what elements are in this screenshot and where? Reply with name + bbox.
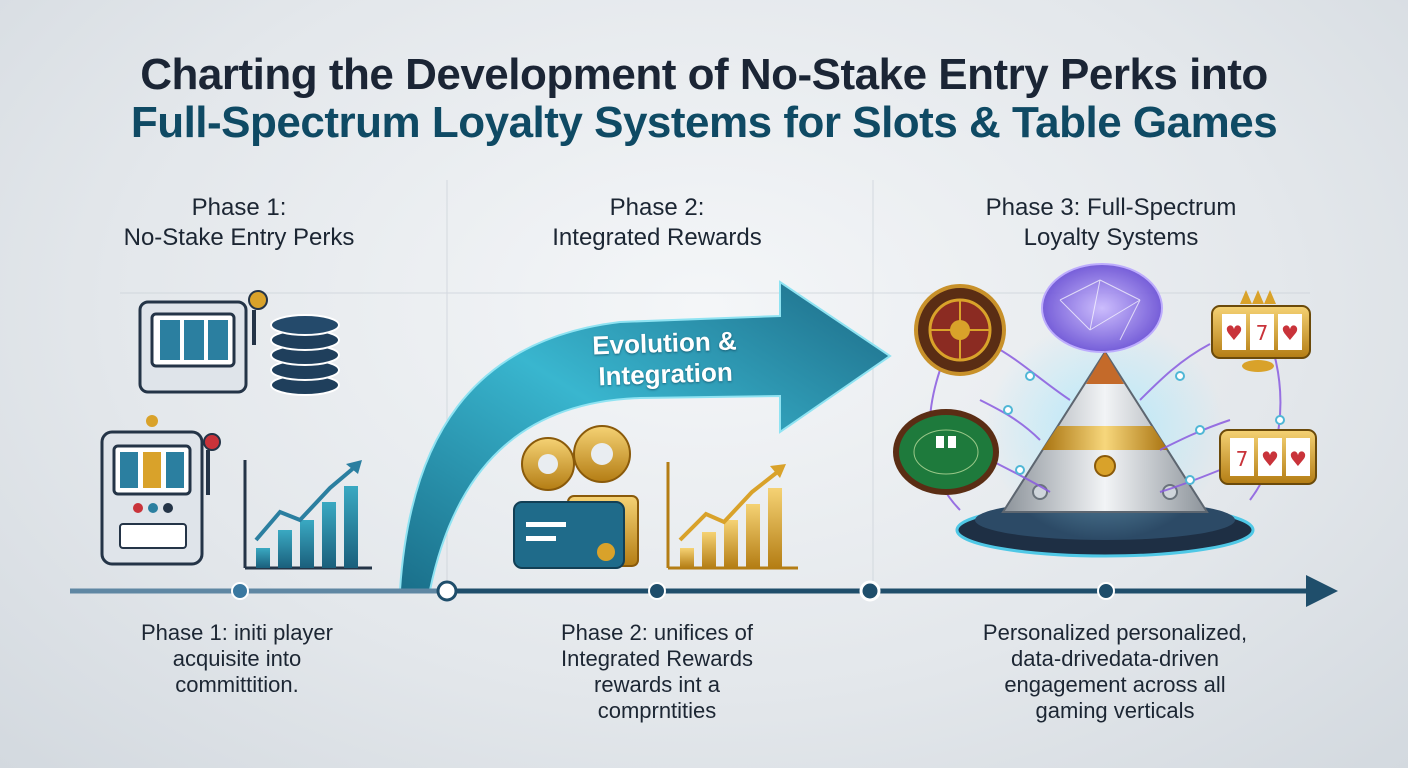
svg-text:♥: ♥ [1289,447,1307,471]
phase-1-desc-line-3: committition. [175,672,299,697]
svg-text:♥: ♥ [1225,321,1243,345]
phase-3-heading: Phase 3: Full-Spectrum Loyalty Systems [941,193,1281,253]
phase-1-description: Phase 1: initi player acquisite into com… [72,620,402,698]
network-nodes [923,371,1285,485]
evolution-arrow-label: Evolution & Integration [554,324,776,394]
roulette-icon [914,284,1006,376]
phase-3-desc-line-2: data-drivedata-driven [1011,646,1219,671]
title-line-1: Charting the Development of No-Stake Ent… [140,50,1268,99]
phase-2-desc-line-2: Integrated Rewards [561,646,753,671]
phase-1-heading: Phase 1: No-Stake Entry Perks [69,193,409,253]
phase-3-desc-line-3: engagement across all [1004,672,1226,697]
gears-icon [521,425,631,491]
phase-1-desc-line-2: acquisite into [172,646,302,671]
pyramid-icon [1001,350,1209,513]
phase-2-description: Phase 2: unifices of Integrated Rewards … [492,620,822,724]
gold-chart-icon [666,462,798,570]
growth-chart-icon [243,460,372,570]
phase-3-description: Personalized personalized, data-drivedat… [950,620,1280,724]
phase-2-desc-line-3: rewards int a [594,672,720,697]
brain-network-icon [1041,263,1163,353]
blackjack-table-icon [893,409,999,495]
svg-text:7: 7 [1256,321,1269,345]
phase-3-heading-line-2: Loyalty Systems [1023,224,1199,251]
phase-1-desc-line-1: Phase 1: initi player [141,620,333,645]
phase-2-heading-line-2: Integrated Rewards [552,224,762,251]
phase-2-heading-line-1: Phase 2: [609,194,705,221]
slot-reel-top-icon: ♥ 7 ♥ [1211,290,1311,372]
phase-3-desc-line-4: gaming verticals [1035,698,1195,723]
svg-text:♥: ♥ [1281,321,1299,345]
phase-2-desc-line-4: comprntities [597,698,717,723]
loyalty-card-icon [513,495,639,569]
phase-3-heading-line-1: Phase 3: Full-Spectrum [985,194,1237,221]
svg-text:♥: ♥ [1261,447,1279,471]
phase-2-desc-line-1: Phase 2: unifices of [560,620,753,645]
slot-machine-large-icon [100,415,221,566]
slot-machine-icon [138,290,268,394]
slot-reel-bottom-icon: 7 ♥ ♥ [1219,429,1317,485]
phase-2-heading: Phase 2: Integrated Rewards [487,193,827,253]
title-line-2: Full-Spectrum Loyalty Systems for Slots … [130,98,1278,147]
phase-1-heading-line-2: No-Stake Entry Perks [123,224,355,251]
phase-1-heading-line-1: Phase 1: [191,194,287,221]
timeline-markers [231,580,1115,602]
evolution-arrow [398,280,892,591]
poker-chips-icon [270,314,340,396]
phase-3-desc-line-1: Personalized personalized, [982,620,1248,645]
svg-text:7: 7 [1236,447,1249,471]
timeline [70,575,1338,607]
